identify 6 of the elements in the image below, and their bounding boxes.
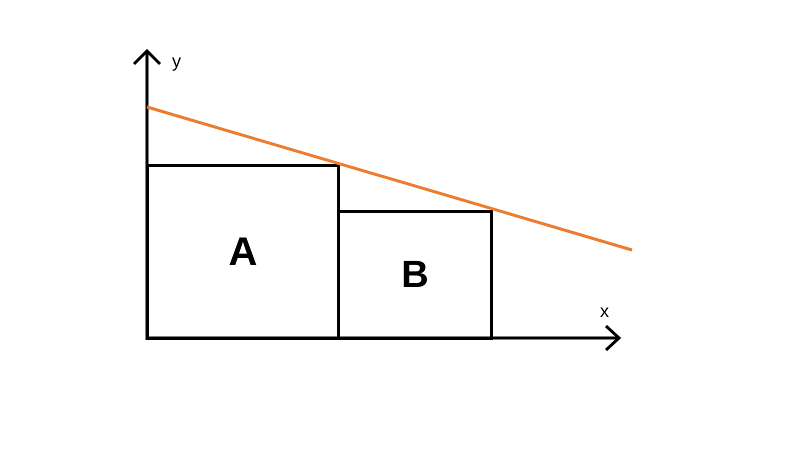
axis-label: y xyxy=(172,50,181,73)
square-box xyxy=(337,210,493,340)
square-box xyxy=(146,164,340,340)
box-label: B xyxy=(401,252,429,298)
axis-label: x xyxy=(600,300,609,323)
box-label: A xyxy=(228,229,258,276)
